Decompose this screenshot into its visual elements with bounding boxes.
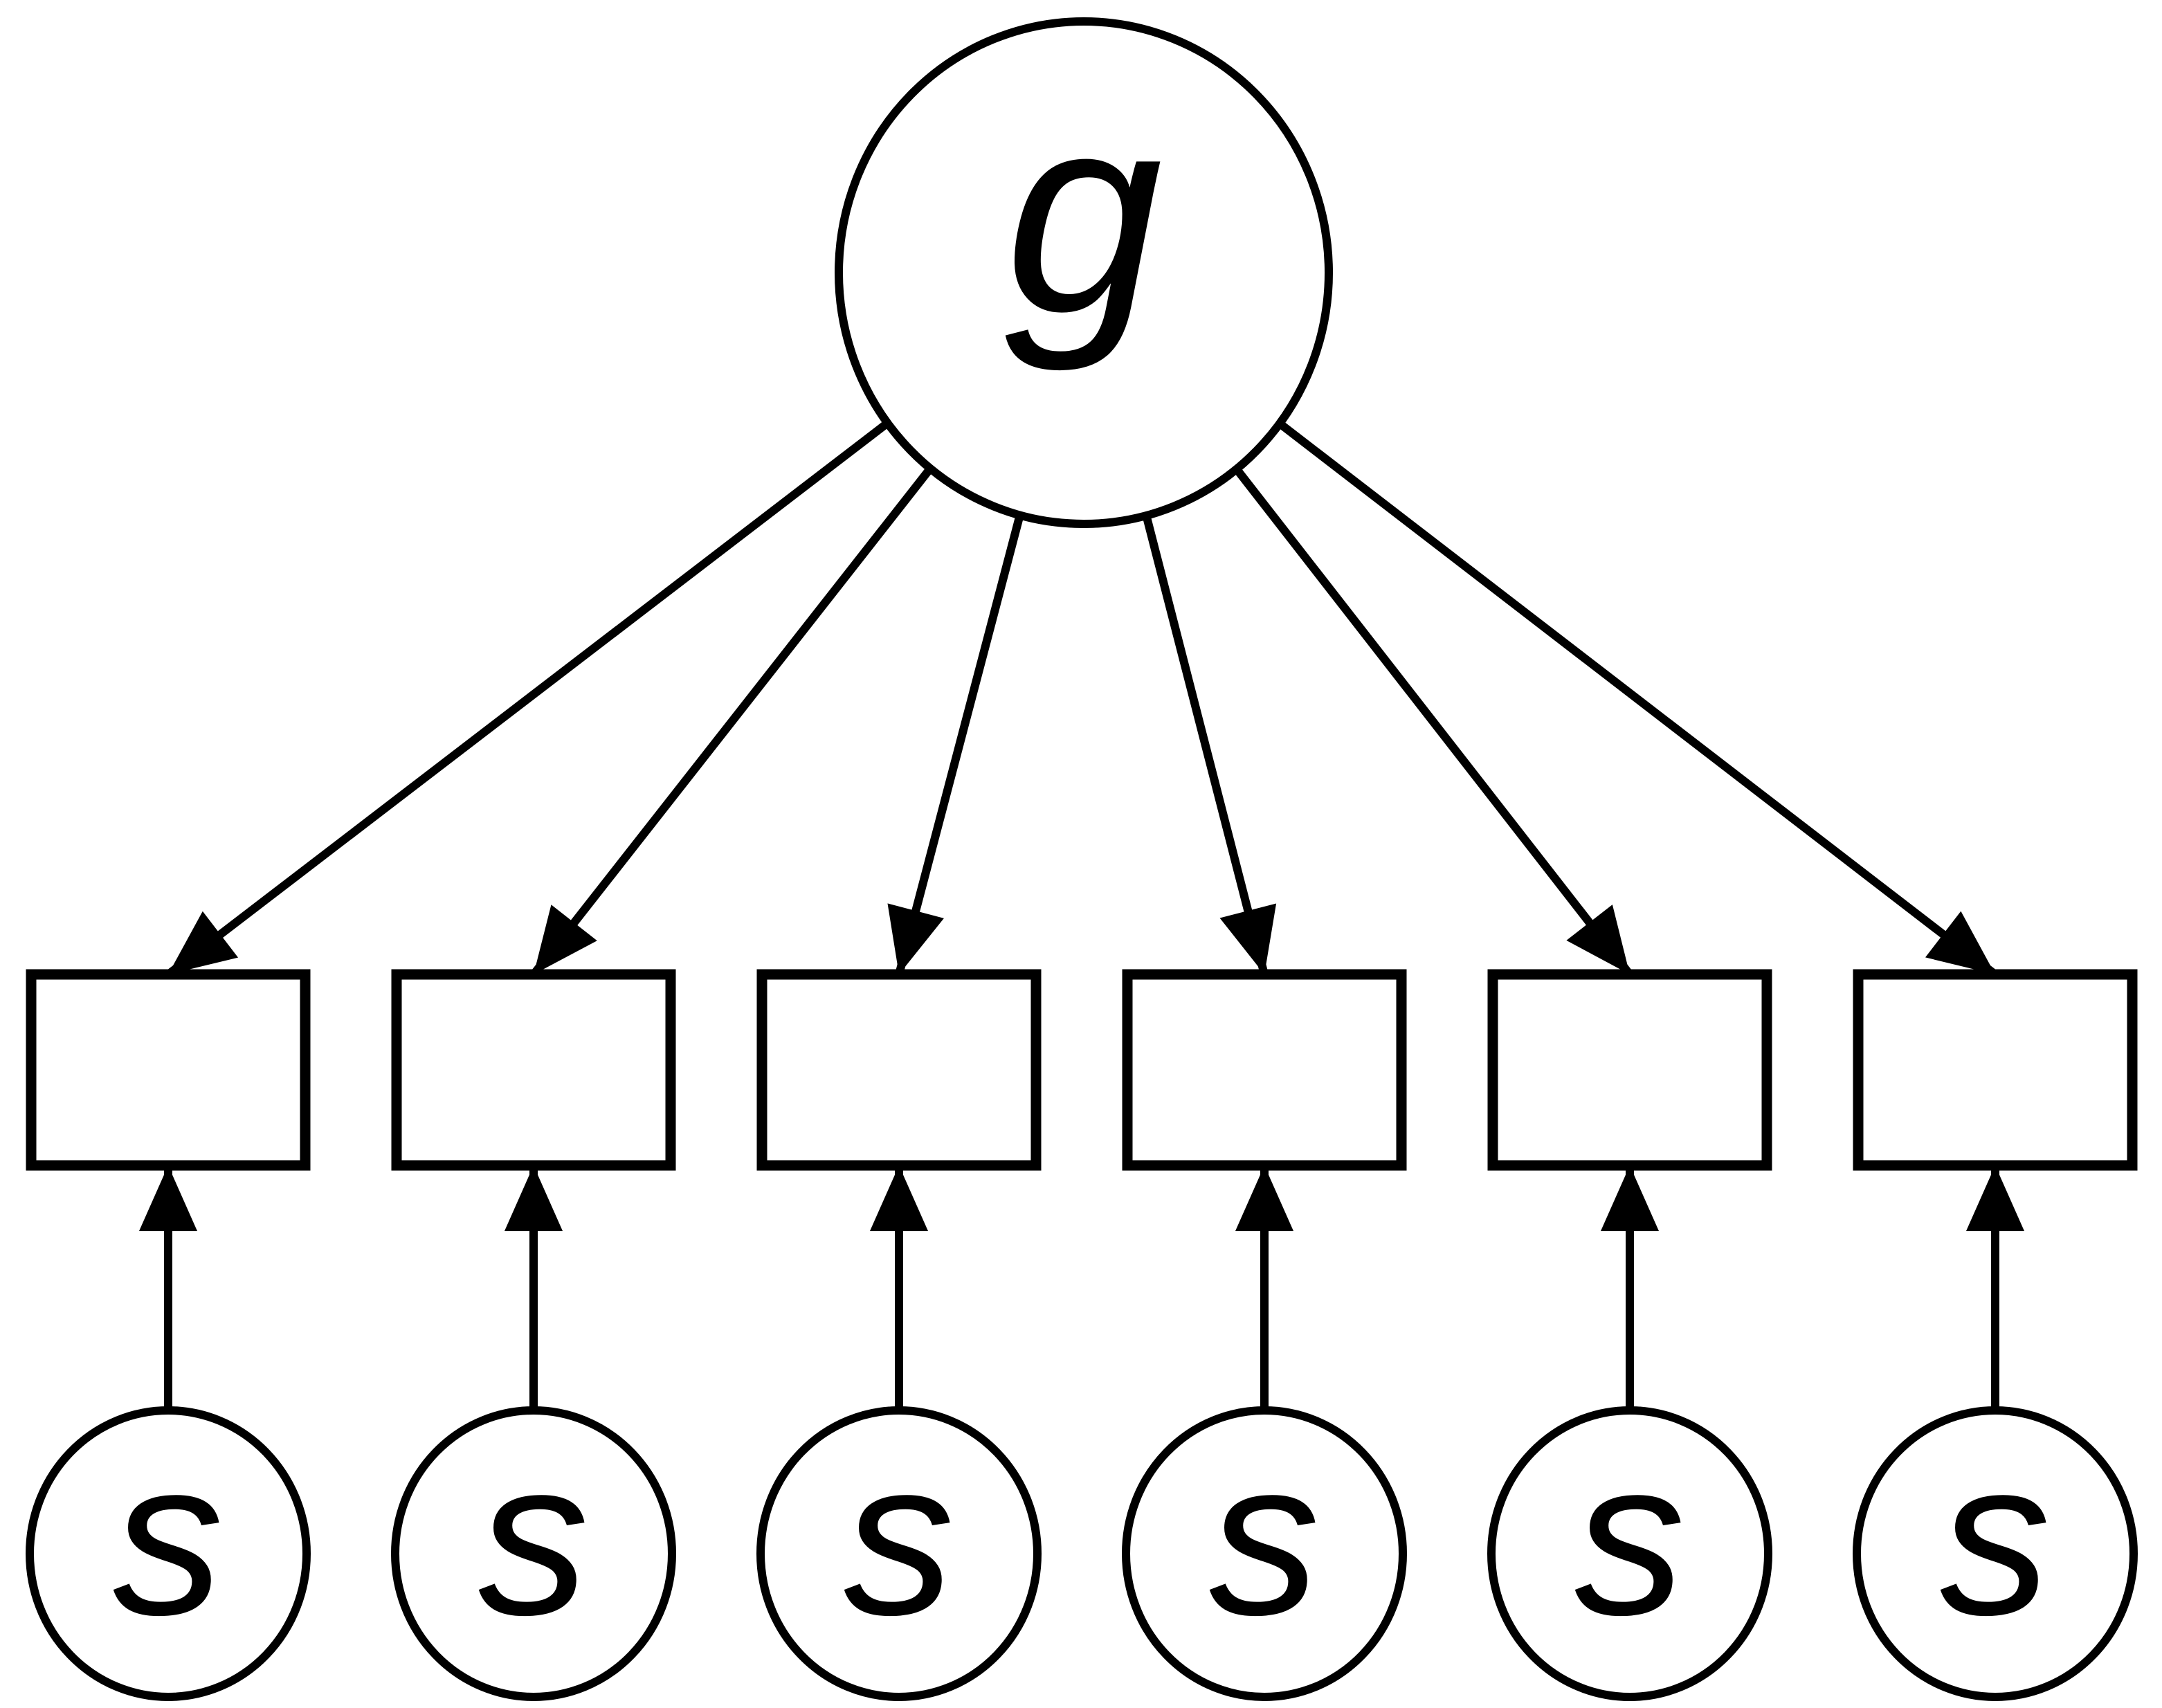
specific-factor-label-3: s xyxy=(844,1413,954,1661)
specific-factor-circle-1 xyxy=(26,1406,311,1701)
general-factor-circle xyxy=(835,17,1333,528)
specific-factor-circle-2 xyxy=(391,1406,676,1701)
specific-factor-label-6: s xyxy=(1940,1413,2051,1661)
specific-factor-circle-4 xyxy=(1122,1406,1407,1701)
specific-factor-label-5: s xyxy=(1574,1413,1685,1661)
general-factor-label: g xyxy=(1005,55,1165,374)
observed-variable-rect-1 xyxy=(26,969,311,1171)
nodes-layer: g s s s s s s xyxy=(26,17,2138,1701)
specific-factor-circle-5 xyxy=(1487,1406,1772,1701)
specific-factor-label-1: s xyxy=(113,1413,224,1661)
observed-variable-rect-6 xyxy=(1853,969,2138,1171)
observed-variable-rect-3 xyxy=(756,969,1042,1171)
observed-variable-rect-5 xyxy=(1487,969,1772,1171)
specific-factor-circle-6 xyxy=(1853,1406,2138,1701)
observed-variable-rect-4 xyxy=(1122,969,1407,1171)
specific-factor-circle-3 xyxy=(756,1406,1042,1701)
specific-factor-label-4: s xyxy=(1209,1413,1320,1661)
specific-factor-label-2: s xyxy=(478,1413,589,1661)
observed-variable-rect-2 xyxy=(391,969,676,1171)
